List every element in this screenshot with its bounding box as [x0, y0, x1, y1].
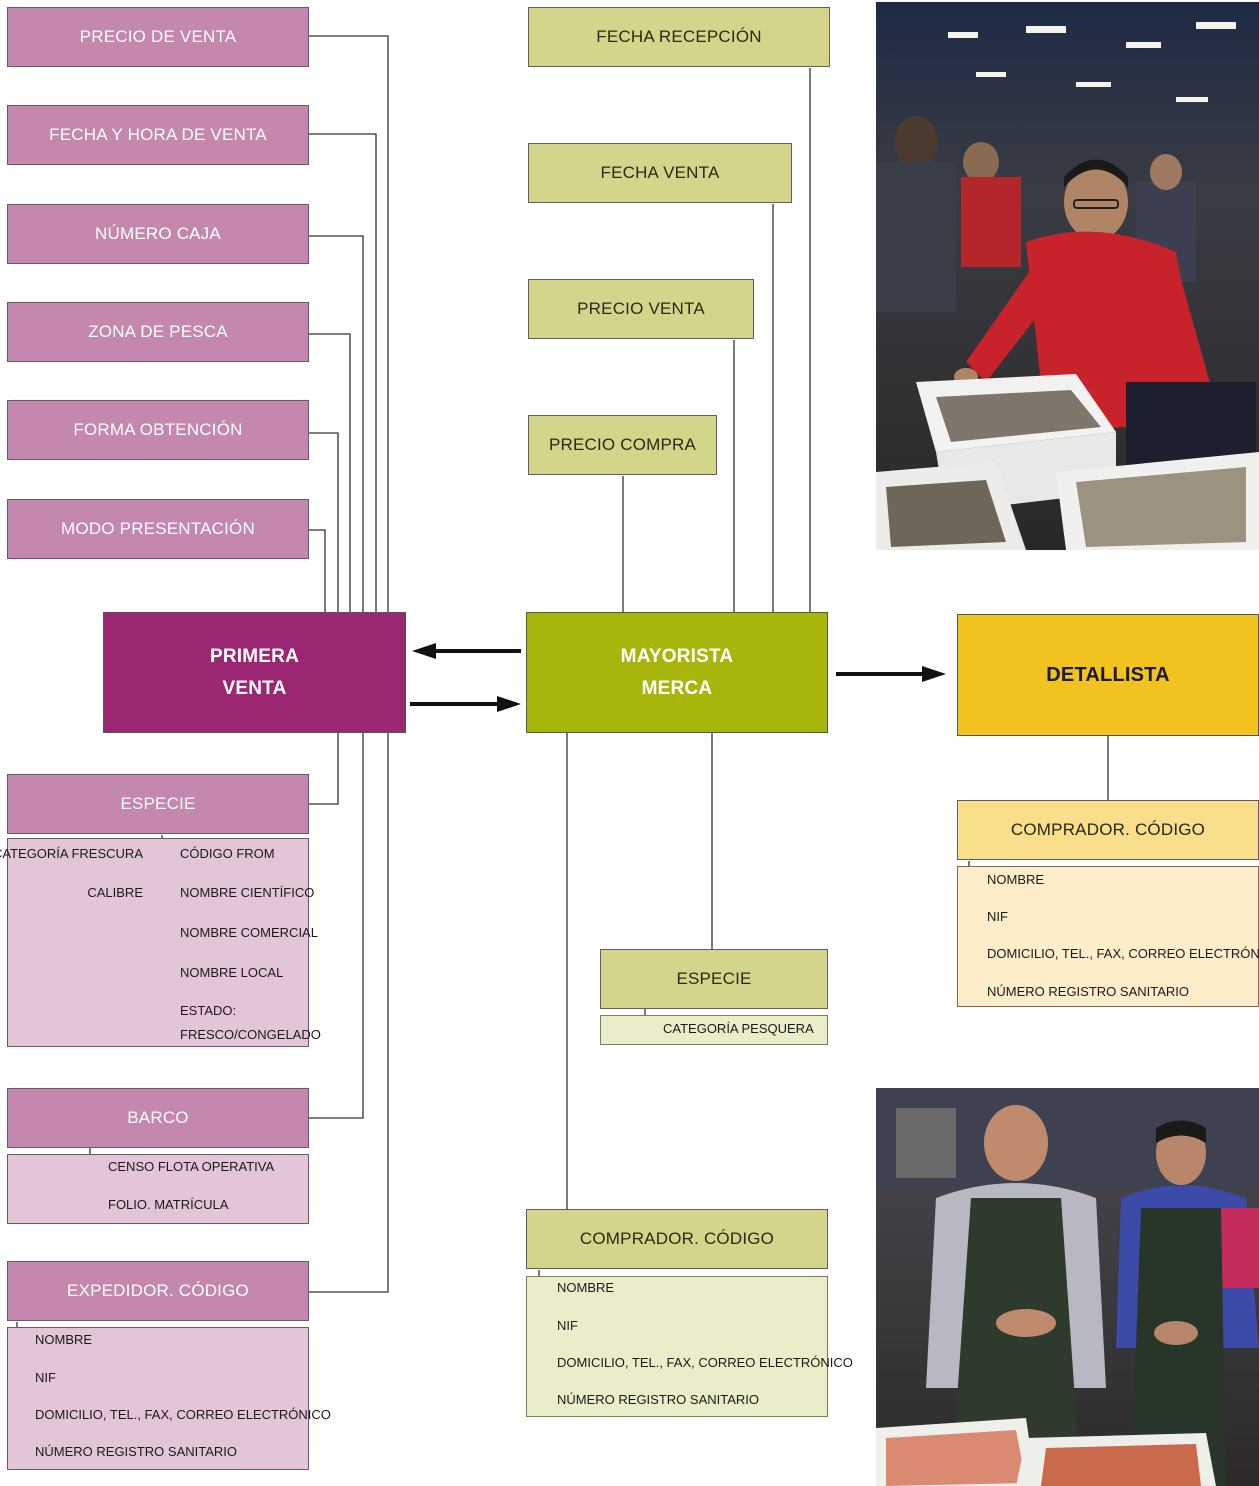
detallista-comprador-item-registro: NÚMERO REGISTRO SANITARIO	[987, 984, 1189, 999]
especie-item-estado: ESTADO:	[180, 1003, 237, 1018]
primera-venta-title-line1: PRIMERA	[209, 645, 299, 667]
mayorista-comprador-details	[526, 1276, 828, 1417]
attr-numero-caja: NÚMERO CAJA	[7, 204, 309, 264]
mayorista-title-line2: MERCA	[641, 677, 713, 699]
attr-precio-compra: PRECIO COMPRA	[528, 415, 717, 475]
attr-fecha-venta: FECHA VENTA	[528, 143, 792, 203]
expedidor-details	[7, 1327, 309, 1470]
especie-item-categoria-frescura: CATEGORÍA FRESCURA	[0, 846, 143, 861]
detallista-comprador-item-domicilio: DOMICILIO, TEL., FAX, CORREO ELECTRÓNICO	[987, 946, 1259, 961]
especie-item-nombre-local: NOMBRE LOCAL	[180, 965, 284, 980]
especie-item-nombre-cientifico: NOMBRE CIENTÍFICO	[180, 885, 315, 900]
attr-precio-venta: PRECIO VENTA	[528, 279, 754, 339]
mayorista-comprador-header: COMPRADOR. CÓDIGO	[526, 1209, 828, 1269]
detallista-comprador-details	[957, 866, 1259, 1007]
barco-header: BARCO	[7, 1088, 309, 1148]
detallista-comprador-item-nombre: NOMBRE	[987, 872, 1045, 887]
flow-arrows	[410, 643, 946, 712]
especie-item-nombre-comercial: NOMBRE COMERCIAL	[180, 925, 318, 940]
mayorista-title-line1: MAYORISTA	[620, 645, 734, 667]
primera-especie-details	[7, 838, 309, 1047]
mayorista-comprador-item-nif: NIF	[557, 1318, 578, 1333]
mayorista-comprador-item-registro: NÚMERO REGISTRO SANITARIO	[557, 1392, 759, 1407]
especie-item-codigo-from: CÓDIGO FROM	[180, 846, 275, 861]
expedidor-item-nombre: NOMBRE	[35, 1332, 93, 1347]
mayorista-especie-item-categoria: CATEGORÍA PESQUERA	[663, 1021, 814, 1036]
attr-modo-presentacion: MODO PRESENTACIÓN	[7, 499, 309, 559]
especie-item-estado-value: FRESCO/CONGELADO	[180, 1027, 321, 1042]
attr-forma-obtencion: FORMA OBTENCIÓN	[7, 400, 309, 460]
barco-item-folio: FOLIO. MATRÍCULA	[108, 1197, 229, 1212]
mayorista-comprador-item-nombre: NOMBRE	[557, 1280, 615, 1295]
expedidor-item-domicilio: DOMICILIO, TEL., FAX, CORREO ELECTRÓNICO	[35, 1407, 331, 1422]
detallista-comprador-item-nif: NIF	[987, 909, 1008, 924]
attr-precio-de-venta: PRECIO DE VENTA	[7, 7, 309, 67]
fish-market-worker-photo	[876, 2, 1259, 550]
detallista-comprador-header: COMPRADOR. CÓDIGO	[957, 800, 1259, 860]
barco-item-censo: CENSO FLOTA OPERATIVA	[108, 1159, 275, 1174]
mayorista-merca-node: MAYORISTA MERCA	[526, 612, 828, 733]
attr-fecha-hora-venta: FECHA Y HORA DE VENTA	[7, 105, 309, 165]
primera-especie-header: ESPECIE	[7, 774, 309, 834]
mayorista-especie-details	[600, 1015, 828, 1045]
attr-fecha-recepcion: FECHA RECEPCIÓN	[528, 7, 830, 67]
primera-venta-title-line2: VENTA	[222, 677, 287, 699]
expedidor-item-nif: NIF	[35, 1370, 56, 1385]
detallista-node: DETALLISTA	[957, 614, 1259, 736]
especie-item-calibre: CALIBRE	[87, 885, 143, 900]
expedidor-item-registro: NÚMERO REGISTRO SANITARIO	[35, 1444, 237, 1459]
mayorista-comprador-item-domicilio: DOMICILIO, TEL., FAX, CORREO ELECTRÓNICO	[557, 1355, 853, 1370]
expedidor-header: EXPEDIDOR. CÓDIGO	[7, 1261, 309, 1321]
mayorista-especie-header: ESPECIE	[600, 949, 828, 1009]
primera-venta-node: PRIMERA VENTA	[103, 612, 406, 733]
barco-details	[7, 1154, 309, 1224]
fish-inspectors-photo	[876, 1088, 1259, 1486]
attr-zona-de-pesca: ZONA DE PESCA	[7, 302, 309, 362]
